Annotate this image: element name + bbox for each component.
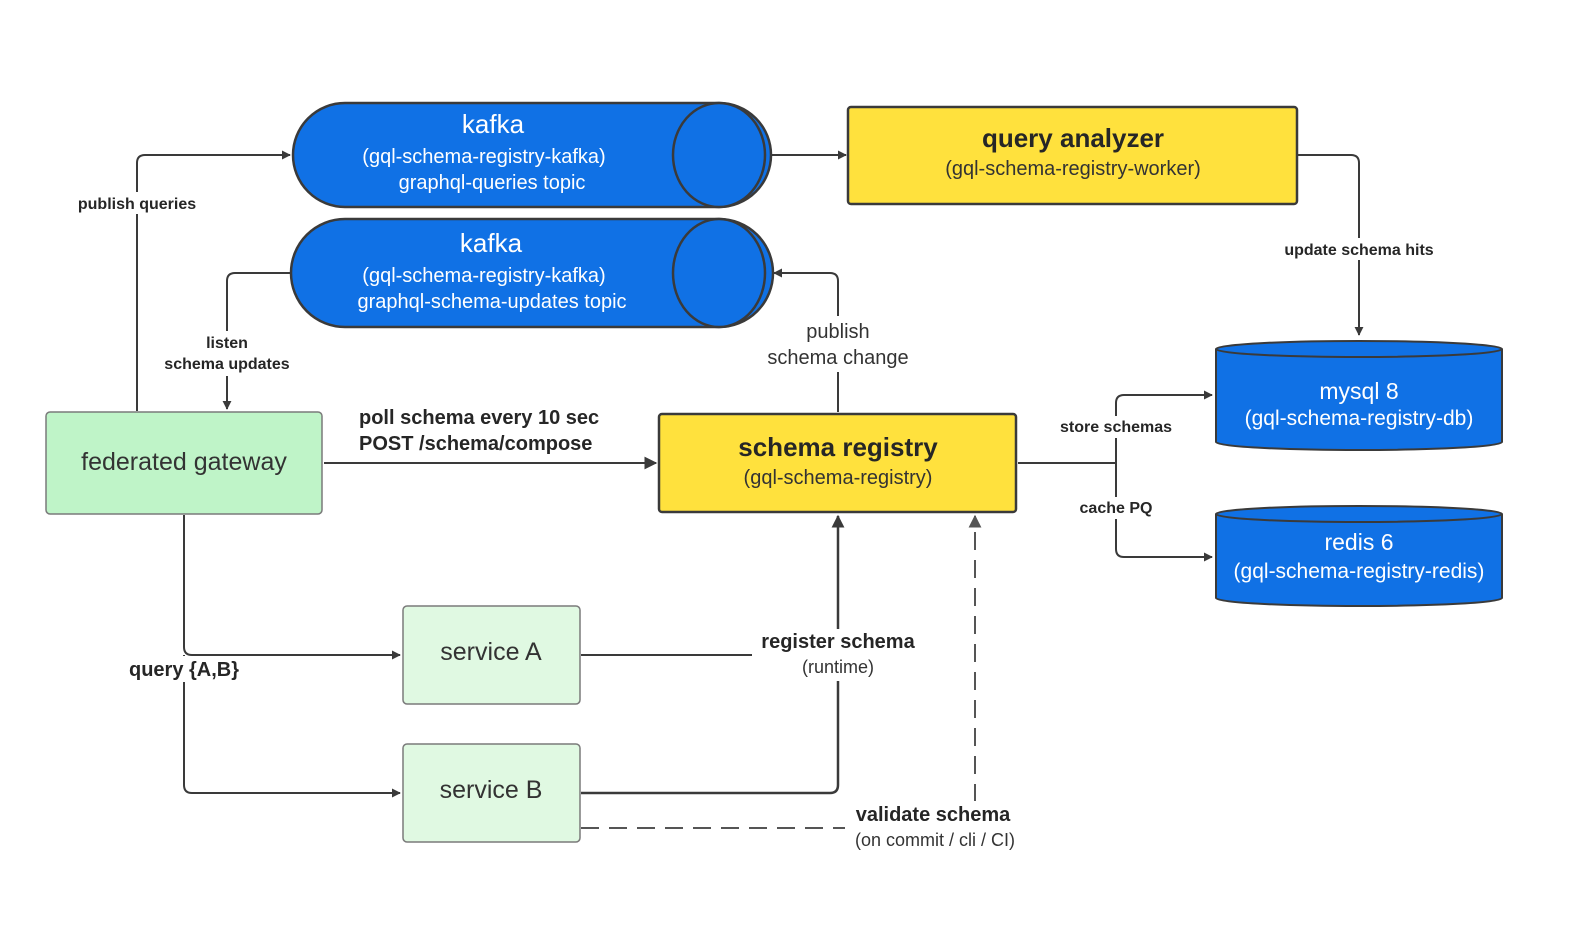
edge-register-schema: [581, 514, 845, 795]
edge-query-service-a: [183, 515, 401, 660]
edge-publish-schema-change: [773, 268, 839, 412]
kafka-queries-line2: graphql-queries topic: [399, 172, 586, 194]
label-listen: listen: [206, 335, 248, 352]
edge-publish-queries: [136, 150, 291, 411]
kafka-updates-line1: (gql-schema-registry-kafka): [362, 265, 605, 287]
kafka-queries-title: kafka: [462, 109, 525, 139]
schema-registry-title: schema registry: [738, 432, 938, 462]
service-a-node: service A: [402, 605, 581, 705]
label-poll-schema: poll schema every 10 sec: [359, 407, 599, 429]
edge-store-schemas: [1115, 390, 1213, 463]
label-publish: publish: [806, 321, 869, 343]
label-schema-change: schema change: [767, 347, 908, 369]
label-store-schemas: store schemas: [1060, 419, 1172, 436]
redis-subtitle: (gql-schema-registry-redis): [1234, 560, 1485, 583]
service-b-title: service B: [440, 776, 543, 804]
edge-update-schema-hits: [1298, 154, 1364, 336]
redis-title: redis 6: [1324, 529, 1393, 555]
edge-query-service-b: [183, 655, 401, 798]
kafka-updates-node: kafka (gql-schema-registry-kafka) graphq…: [289, 217, 775, 329]
schema-registry-subtitle: (gql-schema-registry): [744, 467, 933, 489]
label-publish-queries: publish queries: [78, 196, 196, 213]
service-b-node: service B: [402, 743, 581, 843]
kafka-updates-title: kafka: [460, 228, 523, 258]
label-validate-when: (on commit / cli / CI): [855, 830, 1015, 850]
kafka-queries-node: kafka (gql-schema-registry-kafka) graphq…: [291, 101, 773, 209]
edge-listen-schema-updates: [222, 272, 292, 410]
label-register-runtime: (runtime): [802, 657, 874, 677]
schema-registry-node: schema registry (gql-schema-registry): [657, 412, 1018, 514]
edge-cache-pq: [1115, 463, 1213, 562]
redis-node: redis 6 (gql-schema-registry-redis): [1215, 505, 1503, 607]
label-post-compose: POST /schema/compose: [359, 433, 592, 455]
label-validate-schema: validate schema: [856, 804, 1011, 826]
label-cache-pq: cache PQ: [1080, 500, 1153, 517]
label-schema-updates: schema updates: [164, 356, 289, 373]
label-update-schema-hits: update schema hits: [1284, 242, 1433, 259]
query-analyzer-node: query analyzer (gql-schema-registry-work…: [846, 105, 1299, 206]
kafka-updates-line2: graphql-schema-updates topic: [357, 291, 626, 313]
query-analyzer-subtitle: (gql-schema-registry-worker): [945, 158, 1201, 180]
federated-gateway-node: federated gateway: [45, 411, 323, 515]
label-register-schema: register schema: [761, 631, 915, 653]
mysql-subtitle: (gql-schema-registry-db): [1245, 407, 1474, 430]
query-analyzer-title: query analyzer: [982, 123, 1164, 153]
mysql-title: mysql 8: [1319, 378, 1398, 404]
kafka-queries-line1: (gql-schema-registry-kafka): [362, 146, 605, 168]
mysql-node: mysql 8 (gql-schema-registry-db): [1215, 340, 1503, 451]
federated-gateway-title: federated gateway: [81, 448, 287, 476]
label-query-ab: query {A,B}: [129, 659, 239, 681]
service-a-title: service A: [440, 638, 542, 666]
